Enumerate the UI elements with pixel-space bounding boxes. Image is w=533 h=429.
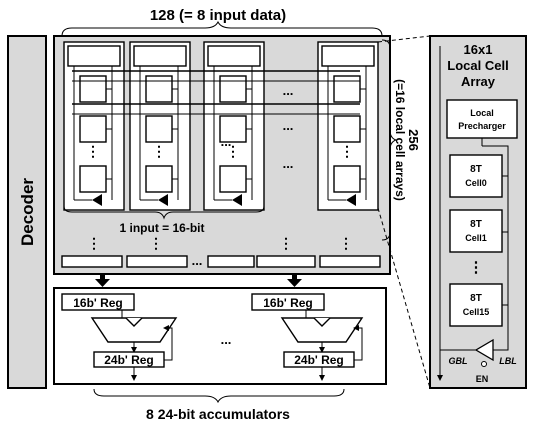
memory-cell: [79, 75, 107, 103]
column-precharger: [133, 45, 187, 67]
buffer-triangle: [92, 194, 102, 206]
adder-notch: [313, 317, 331, 327]
cell15-box: [449, 283, 503, 327]
column-precharger: [321, 45, 375, 67]
cell-ellipsis: ⋮: [86, 143, 100, 159]
memory-cell: [79, 115, 107, 143]
rows-count-label: 256: [406, 129, 421, 151]
top-brace: [61, 20, 383, 37]
bottom-cell: [256, 255, 316, 268]
input-brace: [63, 205, 265, 220]
local-arrays-label: (=16 local cell arrays): [393, 79, 407, 201]
memory-cell: [219, 165, 247, 193]
column-ellipsis: ...: [283, 118, 294, 133]
cell15-label-bottom: Cell15: [463, 307, 490, 317]
accumulators-label: 8 24-bit accumulators: [146, 406, 290, 422]
memory-cell: [145, 75, 173, 103]
cell0-label-bottom: Cell0: [465, 178, 487, 188]
buffer-triangle: [346, 194, 356, 206]
decoder-label: Decoder: [18, 178, 37, 246]
data-arrow-right-head: [287, 279, 302, 287]
row-ellipsis: ⋮: [149, 235, 163, 251]
bottom-row-ellipsis: ...: [192, 253, 203, 268]
accumulator-unit: 16b' Reg 24b' Reg: [251, 293, 364, 381]
row-ellipsis: ⋮: [87, 235, 101, 251]
feedback-wire: [163, 325, 173, 361]
reg16-label: 16b' Reg: [263, 296, 313, 310]
array-width-label: 128 (= 8 input data): [150, 7, 286, 24]
enable-bubble: [481, 361, 487, 367]
buffer-triangle: [158, 194, 168, 206]
local-title-line1: 16x1: [464, 42, 493, 57]
row-ellipsis: ⋮: [339, 235, 353, 251]
column-ellipsis: ...: [283, 83, 294, 98]
adder-notch: [125, 317, 143, 327]
data-arrow-left: [100, 274, 105, 280]
adder-shape: [90, 317, 178, 343]
bottom-cell: [61, 255, 123, 268]
precharger-label-line1: Local: [470, 108, 494, 118]
gbl-label: GBL: [449, 356, 468, 366]
memory-cell: [333, 165, 361, 193]
bottom-cell: [126, 255, 188, 268]
cell-ellipsis: ⋮: [469, 259, 484, 276]
precharger-label-line2: Precharger: [458, 121, 506, 131]
cell-columns: ⋮ ⋮ ⋮ ⋮: [63, 41, 379, 211]
row-ellipsis: ⋮: [279, 235, 293, 251]
bottom-cell: [207, 255, 255, 268]
reg24-label: 24b' Reg: [294, 353, 344, 367]
cell-ellipsis: ⋮: [152, 143, 166, 159]
cell-ellipsis: ⋮: [226, 143, 240, 159]
feedback-wire: [353, 325, 363, 361]
memory-cell: [219, 75, 247, 103]
reg16-box: [61, 293, 135, 311]
en-label: EN: [476, 374, 489, 384]
local-title-line2: Local Cell: [447, 58, 508, 73]
zoom-line: [377, 35, 431, 43]
accumulator-ellipsis: ...: [221, 332, 232, 347]
reg24-label: 24b' Reg: [104, 353, 154, 367]
memory-cell: [145, 165, 173, 193]
buffer-triangle: [232, 194, 242, 206]
cell15-label-top: 8T: [470, 293, 482, 304]
data-arrow-left-head: [95, 279, 110, 287]
memory-cell: [79, 165, 107, 193]
adder-shape: [280, 317, 364, 343]
local-title-line3: Array: [461, 74, 496, 89]
column-precharger: [207, 45, 261, 67]
decoder-block: [7, 35, 47, 389]
cell0-box: [449, 154, 503, 198]
right-brace: [381, 39, 398, 241]
zoom-line: [377, 207, 431, 389]
bottom-brace: [93, 388, 345, 404]
reg16-label: 16b' Reg: [73, 296, 123, 310]
data-arrow-right: [292, 274, 297, 280]
column-precharger: [67, 45, 121, 67]
cell1-box: [449, 209, 503, 253]
column-ellipsis: ...: [283, 156, 294, 171]
tristate-buffer: [474, 338, 494, 362]
accumulator-unit: 16b' Reg 24b' Reg: [61, 293, 178, 381]
cell1-label-top: 8T: [470, 219, 482, 230]
memory-cell: [219, 115, 247, 143]
lbl-wire: [482, 145, 509, 351]
column-ellipsis: ...: [221, 134, 232, 149]
memory-cell: [333, 75, 361, 103]
local-precharger-box: [446, 99, 518, 139]
cell-ellipsis: ⋮: [340, 143, 354, 159]
memory-cell: [333, 115, 361, 143]
lbl-label: LBL: [499, 356, 517, 366]
input-width-label: 1 input = 16-bit: [119, 221, 204, 235]
cell0-label-top: 8T: [470, 164, 482, 175]
memory-cell: [145, 115, 173, 143]
reg16-box: [251, 293, 325, 311]
cell1-label-bottom: Cell1: [465, 233, 487, 243]
bottom-cell: [319, 255, 381, 268]
